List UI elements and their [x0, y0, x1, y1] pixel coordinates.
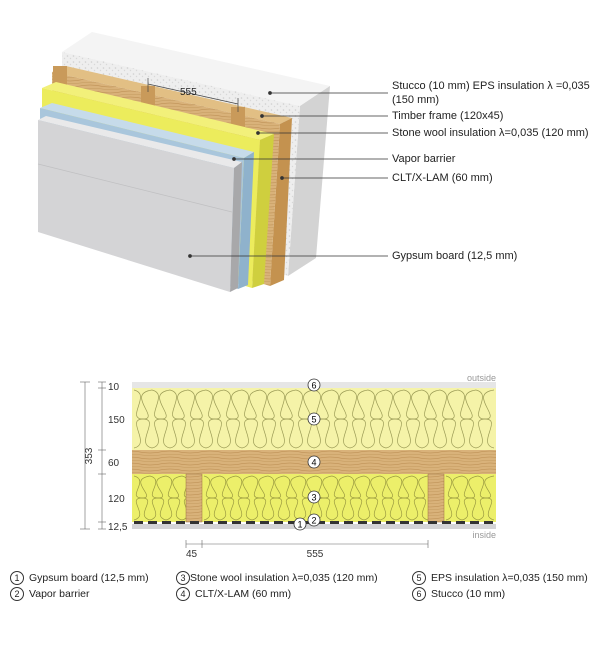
- thickness-gypsum: 12,5: [108, 522, 128, 533]
- cross-section: outside inside 353 10 150 60 120 12,5: [80, 373, 496, 560]
- svg-text:2: 2: [311, 516, 316, 526]
- callout-vapor: Vapor barrier: [392, 153, 456, 165]
- marker-4: 4: [307, 455, 321, 469]
- thickness-eps: 150: [108, 415, 125, 426]
- marker-5: 5: [307, 412, 321, 426]
- thickness-clt: 60: [108, 458, 120, 469]
- svg-text:1: 1: [297, 520, 302, 530]
- callout-stucco: Stucco (10 mm) EPS insulation λ =0,035 (…: [392, 80, 590, 106]
- iso-gypsum-layer: [37, 116, 242, 292]
- bottom-dimensions: [185, 540, 429, 548]
- section-gypsum: [132, 524, 496, 529]
- thickness-stonewool: 120: [108, 494, 125, 505]
- left-dimensions: [80, 381, 106, 530]
- svg-text:3: 3: [311, 493, 316, 503]
- eps-hatch: [133, 389, 495, 449]
- marker-2: 2: [307, 513, 321, 527]
- callout-clt: CLT/X-LAM (60 mm): [392, 172, 493, 184]
- svg-text:5: 5: [311, 415, 316, 425]
- outside-label: outside: [467, 373, 496, 383]
- inside-label: inside: [472, 530, 496, 540]
- total-thickness: 353: [84, 447, 95, 464]
- svg-text:4: 4: [311, 458, 316, 468]
- marker-1: 1: [293, 517, 307, 531]
- marker-6: 6: [307, 378, 321, 392]
- iso-dimension-label: 555: [180, 87, 197, 98]
- callout-gypsum: Gypsum board (12,5 mm): [392, 250, 518, 262]
- callout-timber: Timber frame (120x45): [392, 110, 504, 122]
- section-vapor: [134, 521, 493, 524]
- dim-stud-spacing: 555: [307, 549, 324, 560]
- callout-leaders: [188, 91, 388, 258]
- section-stud: [427, 473, 445, 523]
- svg-text:6: 6: [311, 381, 316, 391]
- stonewool-hatch: [133, 475, 495, 521]
- callout-stonewool: Stone wool insulation λ=0,035 (120 mm): [392, 127, 589, 139]
- section-stud: [185, 473, 203, 523]
- section-markers: 6 5 4 3 1 2: [293, 378, 321, 531]
- iso-dimension-555: [147, 78, 239, 112]
- thickness-stucco: 10: [108, 382, 120, 393]
- marker-3: 3: [307, 490, 321, 504]
- dim-stud-width: 45: [186, 549, 198, 560]
- isometric-wall: [37, 32, 388, 292]
